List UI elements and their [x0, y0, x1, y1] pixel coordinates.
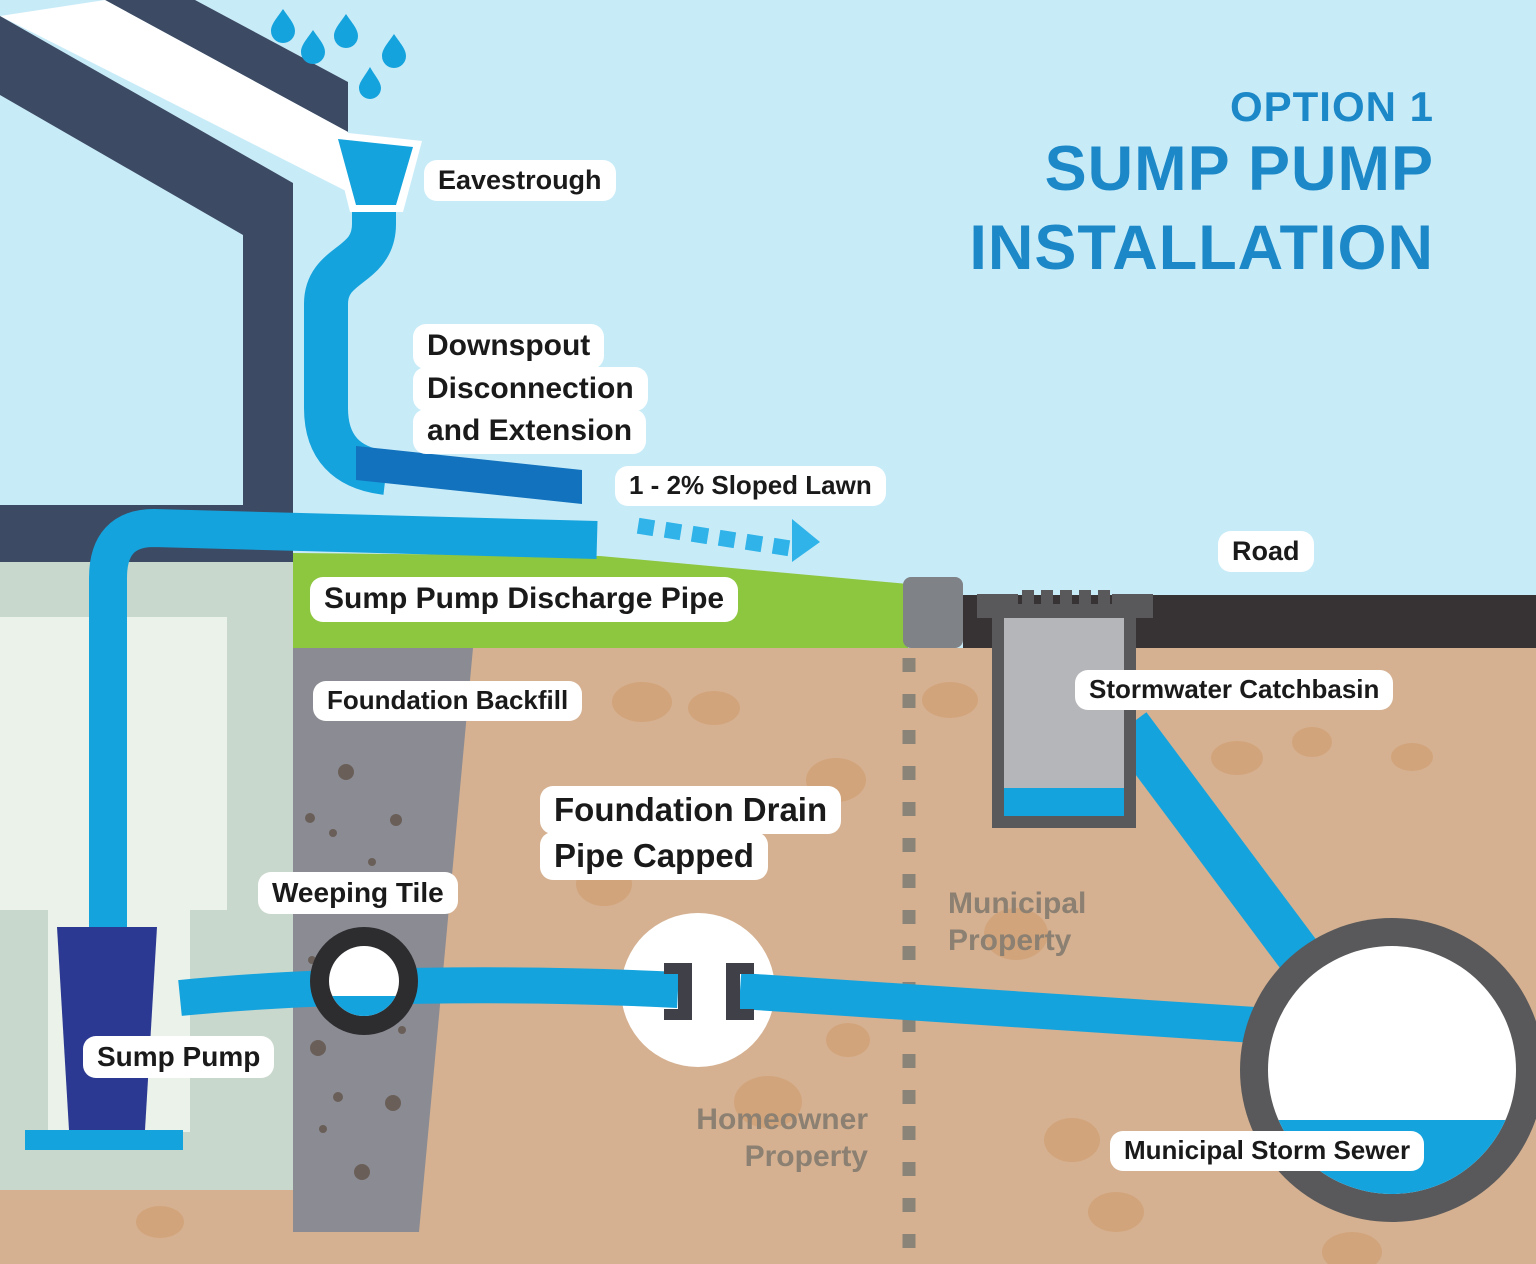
- label-drain-capped-line1: Foundation Drain: [540, 786, 842, 834]
- label-discharge-pipe: Sump Pump Discharge Pipe: [310, 577, 739, 622]
- downspout-extension-pipe: [356, 446, 582, 504]
- homeowner-property-line2: Property: [744, 1139, 868, 1173]
- eavestrough-funnel: [338, 139, 413, 205]
- label-downspout-disconnection: Downspout Disconnection and Extension: [413, 324, 648, 454]
- raindrop-icon: [301, 30, 325, 64]
- raindrop-icons: [271, 9, 406, 99]
- raindrop-icon: [334, 14, 358, 48]
- downspout-pipe: [304, 198, 396, 495]
- drain-pipe-right-segment: [738, 973, 1302, 1046]
- label-stormwater-catchbasin: Stormwater Catchbasin: [1075, 670, 1394, 710]
- curb: [903, 577, 963, 648]
- raindrop-icon: [359, 67, 381, 99]
- municipal-property-line2: Property: [948, 923, 1072, 957]
- label-downspout-line3: and Extension: [413, 409, 647, 454]
- sump-pump-unit: [57, 927, 157, 1130]
- drain-pipe-caps: [664, 963, 754, 1020]
- label-eavestrough: Eavestrough: [424, 160, 616, 202]
- catchbasin-interior: [1004, 618, 1124, 816]
- label-foundation-backfill: Foundation Backfill: [313, 681, 583, 721]
- catchbasin-water: [1004, 788, 1124, 816]
- weeping-tile: [310, 927, 418, 1035]
- label-sump-pump: Sump Pump: [83, 1036, 275, 1079]
- label-municipal-storm-sewer: Municipal Storm Sewer: [1110, 1131, 1425, 1171]
- raindrop-icon: [382, 34, 406, 68]
- raindrop-icon: [271, 9, 295, 43]
- label-downspout-line1: Downspout: [413, 324, 605, 369]
- label-sloped-lawn: 1 - 2% Sloped Lawn: [615, 466, 886, 506]
- sump-pump-discharge-pipe: [89, 508, 598, 930]
- label-downspout-line2: Disconnection: [413, 366, 648, 411]
- label-road: Road: [1218, 531, 1314, 573]
- label-drain-capped-line2: Pipe Capped: [540, 831, 768, 880]
- roof-white-fascia: [0, 0, 348, 192]
- stormwater-catchbasin: [977, 590, 1153, 828]
- label-foundation-drain-capped: Foundation Drain Pipe Capped: [540, 786, 842, 880]
- label-weeping-tile: Weeping Tile: [258, 872, 458, 915]
- title-line-1: SUMP PUMP: [1044, 134, 1434, 205]
- homeowner-property-text: Homeowner Property: [696, 1102, 868, 1175]
- sump-pit-water: [25, 1130, 183, 1150]
- drain-pipe-left-segment: [178, 967, 679, 1016]
- house-roof: [0, 0, 348, 560]
- homeowner-property-line1: Homeowner: [696, 1103, 868, 1136]
- municipal-property-line1: Municipal: [948, 887, 1087, 920]
- eavestrough-and-downspout: [304, 131, 582, 504]
- title-option-number: OPTION 1: [1229, 83, 1434, 130]
- title-line-2: INSTALLATION: [969, 212, 1434, 283]
- diagram-title: OPTION 1 SUMP PUMP INSTALLATION: [969, 83, 1434, 288]
- gable-wall-edge: [0, 16, 293, 560]
- municipal-property-text: Municipal Property: [948, 886, 1086, 959]
- pipe-cap-highlight-circle: [621, 913, 775, 1067]
- flow-direction-arrow-icon: [636, 517, 820, 562]
